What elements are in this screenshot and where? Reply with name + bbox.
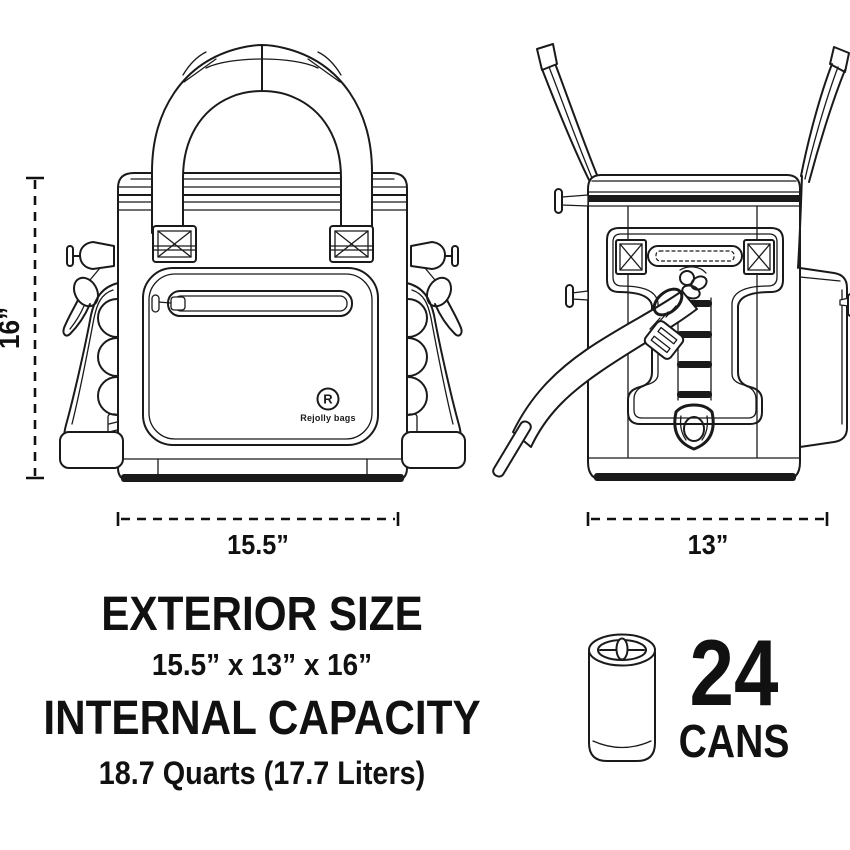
carry-handle <box>151 44 373 234</box>
internal-capacity-title: INTERNAL CAPACITY <box>43 692 481 745</box>
side-strap-patch-right <box>743 239 775 275</box>
front-right-foot <box>401 431 466 469</box>
exterior-size-value: 15.5” x 13” x 16” <box>151 647 373 682</box>
cooler-side-view-drawing <box>492 43 850 481</box>
strap-end <box>492 420 532 478</box>
front-width-dimension-label: 15.5” <box>227 529 289 560</box>
front-right-side-panel <box>406 241 463 456</box>
side-grab-handle <box>647 245 743 267</box>
front-strap-patch-right <box>329 225 374 263</box>
side-strap-patch-left <box>615 239 647 275</box>
front-pocket: R Rejolly bags <box>142 267 379 446</box>
front-left-foot <box>59 431 124 469</box>
side-zipper-pulls <box>554 188 589 308</box>
rejolly-logo: R Rejolly bags <box>300 387 356 423</box>
height-dimension-line <box>26 176 44 480</box>
logo-mark: R <box>323 392 333 407</box>
front-right-strap-clip-icon <box>424 267 463 337</box>
side-width-dimension-line <box>586 512 829 526</box>
beverage-can-icon <box>588 633 656 762</box>
bottom-strap-loop <box>673 403 715 451</box>
front-left-strap-clip-icon <box>62 267 101 337</box>
front-pocket-zipper <box>151 290 353 317</box>
exterior-size-title: EXTERIOR SIZE <box>101 588 423 641</box>
front-strap-patch-left <box>152 225 197 263</box>
cans-unit-label: CANS <box>678 715 790 767</box>
cans-count: 24 <box>689 620 779 725</box>
side-width-dimension-label: 13” <box>687 529 729 560</box>
logo-name: Rejolly bags <box>300 413 355 423</box>
cooler-front-view-drawing: R Rejolly bags <box>59 44 466 482</box>
height-dimension-label: 16” <box>0 306 26 350</box>
side-bottle-pocket <box>799 267 850 448</box>
front-width-dimension-line <box>116 512 400 526</box>
internal-capacity-value: 18.7 Quarts (17.7 Liters) <box>98 755 426 791</box>
side-handle-straps <box>536 43 850 183</box>
shoulder-strap <box>492 266 708 478</box>
